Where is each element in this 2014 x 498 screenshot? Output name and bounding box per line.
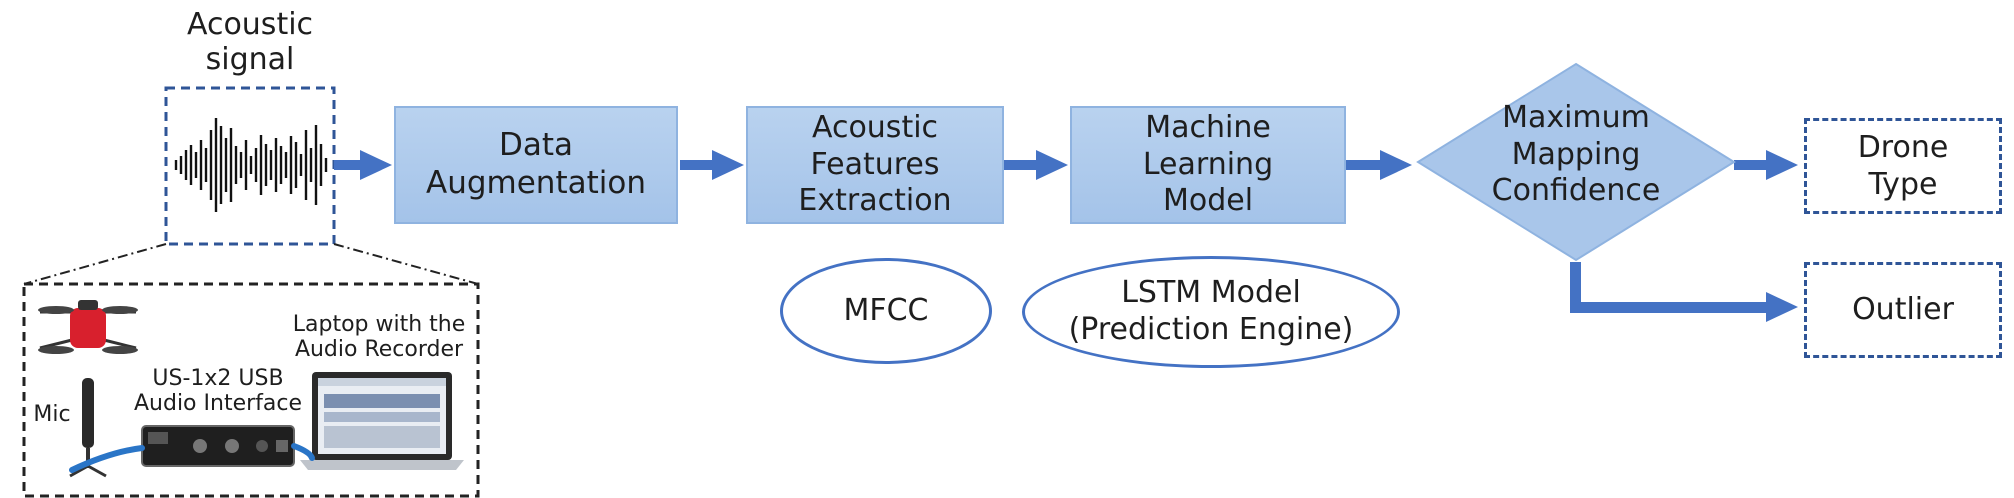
data-augmentation-box: Data Augmentation <box>394 106 678 224</box>
mic-label: Mic <box>33 402 71 427</box>
drone-type-output: Drone Type <box>1804 118 2002 214</box>
outlier-output: Outlier <box>1804 262 2002 358</box>
mfcc-ellipse: MFCC <box>780 258 992 364</box>
feature-extraction-box: Acoustic Features Extraction <box>746 106 1004 224</box>
ml-model-box: Machine Learning Model <box>1070 106 1346 224</box>
recording-setup-frame <box>22 282 480 498</box>
flow-arrows <box>334 150 1798 322</box>
laptop-icon <box>300 372 464 470</box>
waveform-icon <box>174 118 328 212</box>
zoom-line-left <box>23 243 167 285</box>
usb-cable <box>291 443 315 461</box>
audio-interface-icon <box>141 425 295 467</box>
decision-label: Maximum Mapping Confidence <box>1491 100 1661 209</box>
decision-diamond <box>1416 62 1736 262</box>
lstm-ellipse: LSTM Model (Prediction Engine) <box>1022 256 1400 368</box>
zoom-line-right <box>333 243 479 285</box>
mic-cable <box>69 445 145 473</box>
acoustic-signal-title: Acoustic signal <box>186 7 314 77</box>
drone-icon <box>38 300 138 354</box>
mic-icon <box>69 378 107 478</box>
laptop-label: Laptop with the Audio Recorder <box>292 312 466 363</box>
interface-label: US-1x2 USB Audio Interface <box>133 366 303 417</box>
